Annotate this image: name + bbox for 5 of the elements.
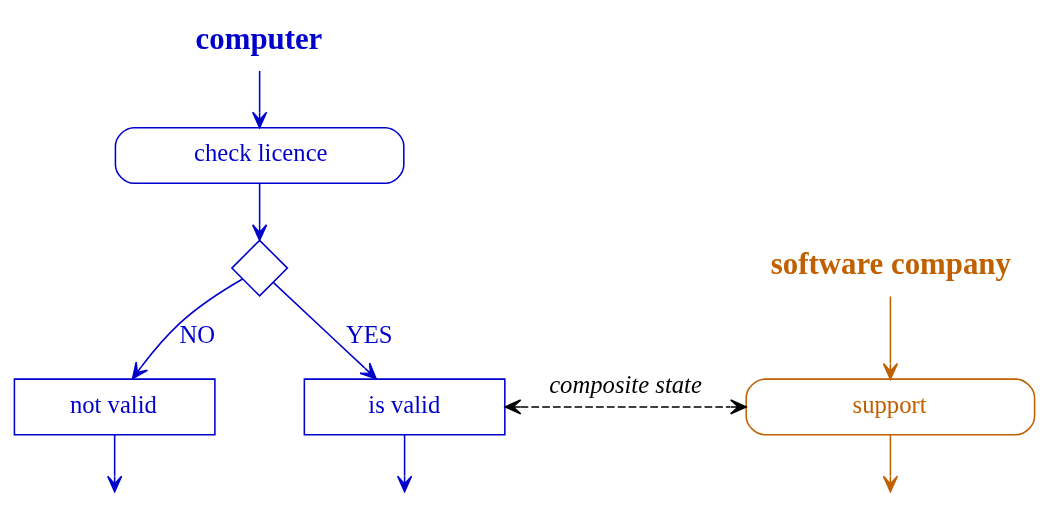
edge-label: composite state [549,370,702,398]
node-text: software company [770,247,1011,282]
edge-label: YES [345,321,393,349]
edge-label: NO [179,321,216,349]
node-text: computer [195,22,323,57]
